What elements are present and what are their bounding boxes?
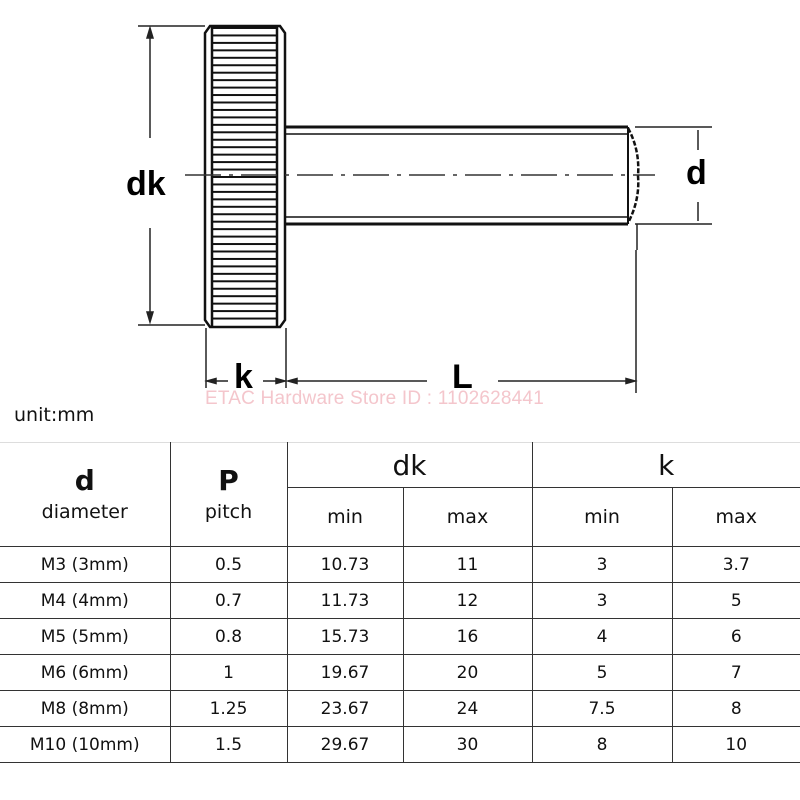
table-row: M6 (6mm) 1 19.67 20 5 7 bbox=[0, 654, 800, 691]
cell-dk-min: 10.73 bbox=[286, 546, 404, 583]
header-d-caption: diameter bbox=[41, 500, 128, 523]
l-dimension bbox=[285, 250, 638, 393]
header-k-min: min bbox=[531, 487, 673, 547]
cell-k-max: 10 bbox=[671, 726, 800, 763]
cell-k-min: 4 bbox=[531, 618, 673, 655]
cell-dk-max: 30 bbox=[402, 726, 533, 763]
cell-k-min: 8 bbox=[531, 726, 673, 763]
cell-dk-min: 19.67 bbox=[286, 654, 404, 691]
cell-dk-max: 20 bbox=[402, 654, 533, 691]
knurled-head bbox=[203, 24, 287, 329]
unit-label: unit:mm bbox=[14, 404, 95, 426]
cell-d: M5 (5mm) bbox=[0, 618, 171, 655]
cell-dk-max: 12 bbox=[402, 582, 533, 619]
header-dk-min: min bbox=[287, 487, 404, 547]
table-row: M8 (8mm) 1.25 23.67 24 7.5 8 bbox=[0, 690, 800, 727]
header-p-symbol: P bbox=[218, 464, 239, 498]
thumb-screw-drawing bbox=[138, 24, 712, 393]
dk-dimension bbox=[138, 25, 205, 326]
cell-d: M6 (6mm) bbox=[0, 654, 171, 691]
dimension-table: d diameter P pitch dk k min max min max … bbox=[0, 442, 800, 763]
cell-k-max: 8 bbox=[671, 690, 800, 727]
cell-p: 1 bbox=[169, 654, 288, 691]
cell-p: 1.25 bbox=[169, 690, 288, 727]
cell-d: M10 (10mm) bbox=[0, 726, 171, 763]
cell-dk-min: 29.67 bbox=[286, 726, 404, 763]
cell-p: 0.8 bbox=[169, 618, 288, 655]
header-dk-max: max bbox=[402, 487, 533, 547]
cell-dk-min: 23.67 bbox=[286, 690, 404, 727]
cell-k-min: 3 bbox=[531, 546, 673, 583]
cell-k-min: 7.5 bbox=[531, 690, 673, 727]
cell-k-max: 6 bbox=[671, 618, 800, 655]
store-watermark: ETAC Hardware Store ID : 1102628441 bbox=[205, 388, 544, 409]
d-dimension bbox=[635, 126, 712, 250]
table-row: M5 (5mm) 0.8 15.73 16 4 6 bbox=[0, 618, 800, 655]
cell-dk-max: 11 bbox=[402, 546, 533, 583]
cell-d: M4 (4mm) bbox=[0, 582, 171, 619]
table-row: M3 (3mm) 0.5 10.73 11 3 3.7 bbox=[0, 546, 800, 583]
l-label: L bbox=[452, 358, 473, 396]
cell-p: 1.5 bbox=[169, 726, 288, 763]
dk-label: dk bbox=[126, 165, 166, 203]
cell-k-max: 5 bbox=[671, 582, 800, 619]
header-p-caption: pitch bbox=[204, 500, 253, 523]
header-p: P pitch bbox=[169, 442, 288, 547]
threaded-shank bbox=[285, 125, 640, 226]
cell-dk-min: 11.73 bbox=[286, 582, 404, 619]
cell-dk-max: 16 bbox=[402, 618, 533, 655]
cell-k-min: 3 bbox=[531, 582, 673, 619]
header-d-symbol: d bbox=[74, 464, 95, 498]
cell-d: M3 (3mm) bbox=[0, 546, 171, 583]
cell-k-min: 5 bbox=[531, 654, 673, 691]
cell-dk-min: 15.73 bbox=[286, 618, 404, 655]
cell-k-max: 7 bbox=[671, 654, 800, 691]
cell-p: 0.5 bbox=[169, 546, 288, 583]
cell-d: M8 (8mm) bbox=[0, 690, 171, 727]
header-dk: dk bbox=[286, 442, 533, 488]
cell-dk-max: 24 bbox=[402, 690, 533, 727]
cell-k-max: 3.7 bbox=[671, 546, 800, 583]
header-k: k bbox=[531, 442, 800, 488]
table-row: M4 (4mm) 0.7 11.73 12 3 5 bbox=[0, 582, 800, 619]
header-d: d diameter bbox=[0, 442, 171, 547]
header-k-max: max bbox=[671, 487, 800, 547]
k-label: k bbox=[234, 358, 253, 396]
cell-p: 0.7 bbox=[169, 582, 288, 619]
d-label: d bbox=[686, 154, 707, 192]
k-dimension bbox=[204, 328, 288, 388]
table-row: M10 (10mm) 1.5 29.67 30 8 10 bbox=[0, 726, 800, 763]
